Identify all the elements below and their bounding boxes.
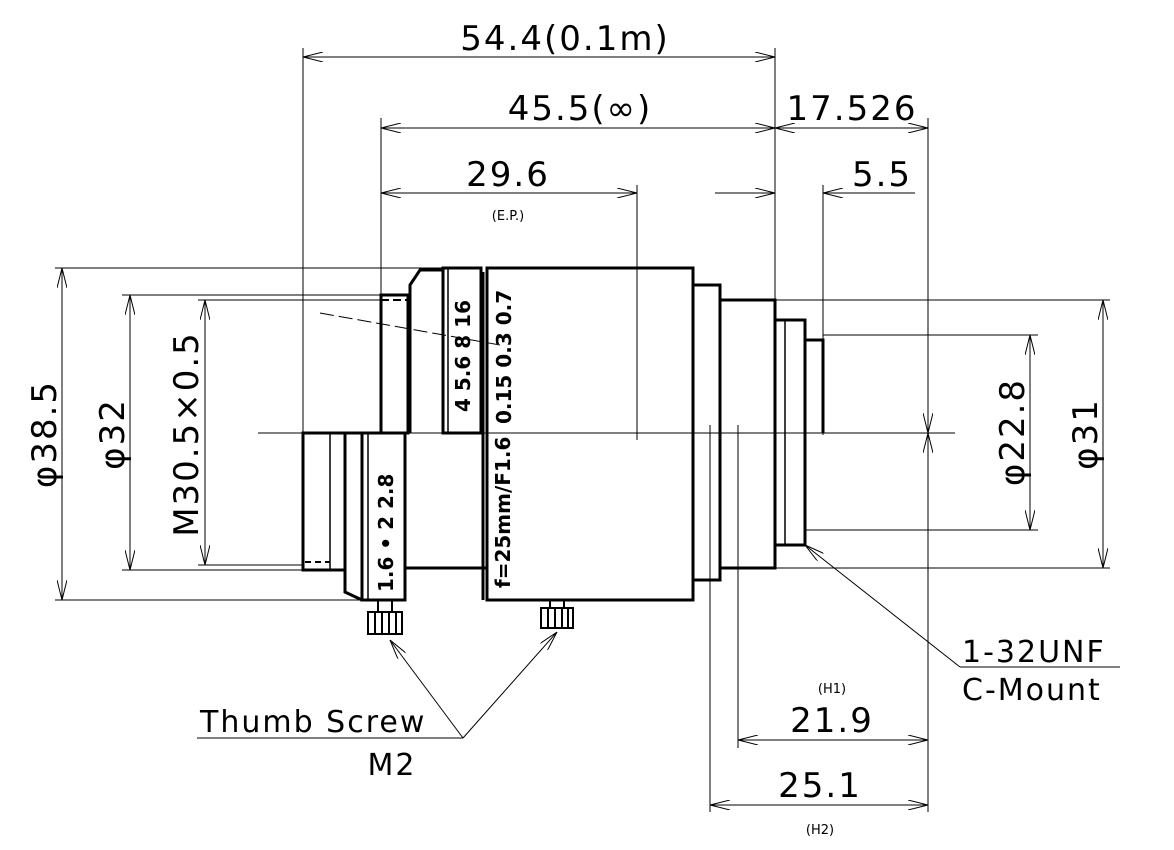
dim-h2-value: 25.1 <box>778 766 862 806</box>
dimension-lines <box>62 57 1103 805</box>
focus-scale: 0.15 0.3 0.7 <box>492 290 516 424</box>
aperture-scale-upper: 4 5.6 8 16 <box>451 300 475 412</box>
leader-lines <box>197 312 1120 739</box>
dim-total-infinity: 45.5(∞) <box>508 89 653 129</box>
thumb-screw-rear <box>540 599 574 629</box>
dim-ep-label: (E.P.) <box>492 209 524 224</box>
dim-dia-32: φ32 <box>93 398 133 470</box>
dim-dia-outer: φ38.5 <box>25 380 65 488</box>
thumb-screw-front <box>367 599 403 635</box>
thumb-screw-label: Thumb Screw <box>199 705 426 740</box>
dim-filter-thread: M30.5×0.5 <box>167 331 207 537</box>
aperture-scale-lower: 1.6 • 2 2.8 <box>374 474 398 592</box>
dim-dia-22-8: φ22.8 <box>993 378 1033 486</box>
dim-h1-label: (H1) <box>818 682 846 697</box>
dim-h2-label: (H2) <box>806 823 834 838</box>
thumb-screw-size: M2 <box>368 748 417 783</box>
dim-rear-protrusion: 5.5 <box>852 155 912 195</box>
extension-lines <box>55 48 1110 812</box>
lens-body <box>301 266 825 602</box>
dim-h1-value: 21.9 <box>790 701 874 741</box>
mount-type-label: C-Mount <box>962 673 1102 708</box>
dim-entrance-pupil: 29.6 <box>466 155 550 195</box>
mount-thread-label: 1-32UNF <box>962 635 1106 670</box>
lens-spec: f=25mm/F1.6 <box>491 437 515 588</box>
dim-total-close: 54.4(0.1m) <box>460 19 669 59</box>
dim-flange-back: 17.526 <box>787 89 918 129</box>
dim-dia-31: φ31 <box>1066 398 1106 470</box>
